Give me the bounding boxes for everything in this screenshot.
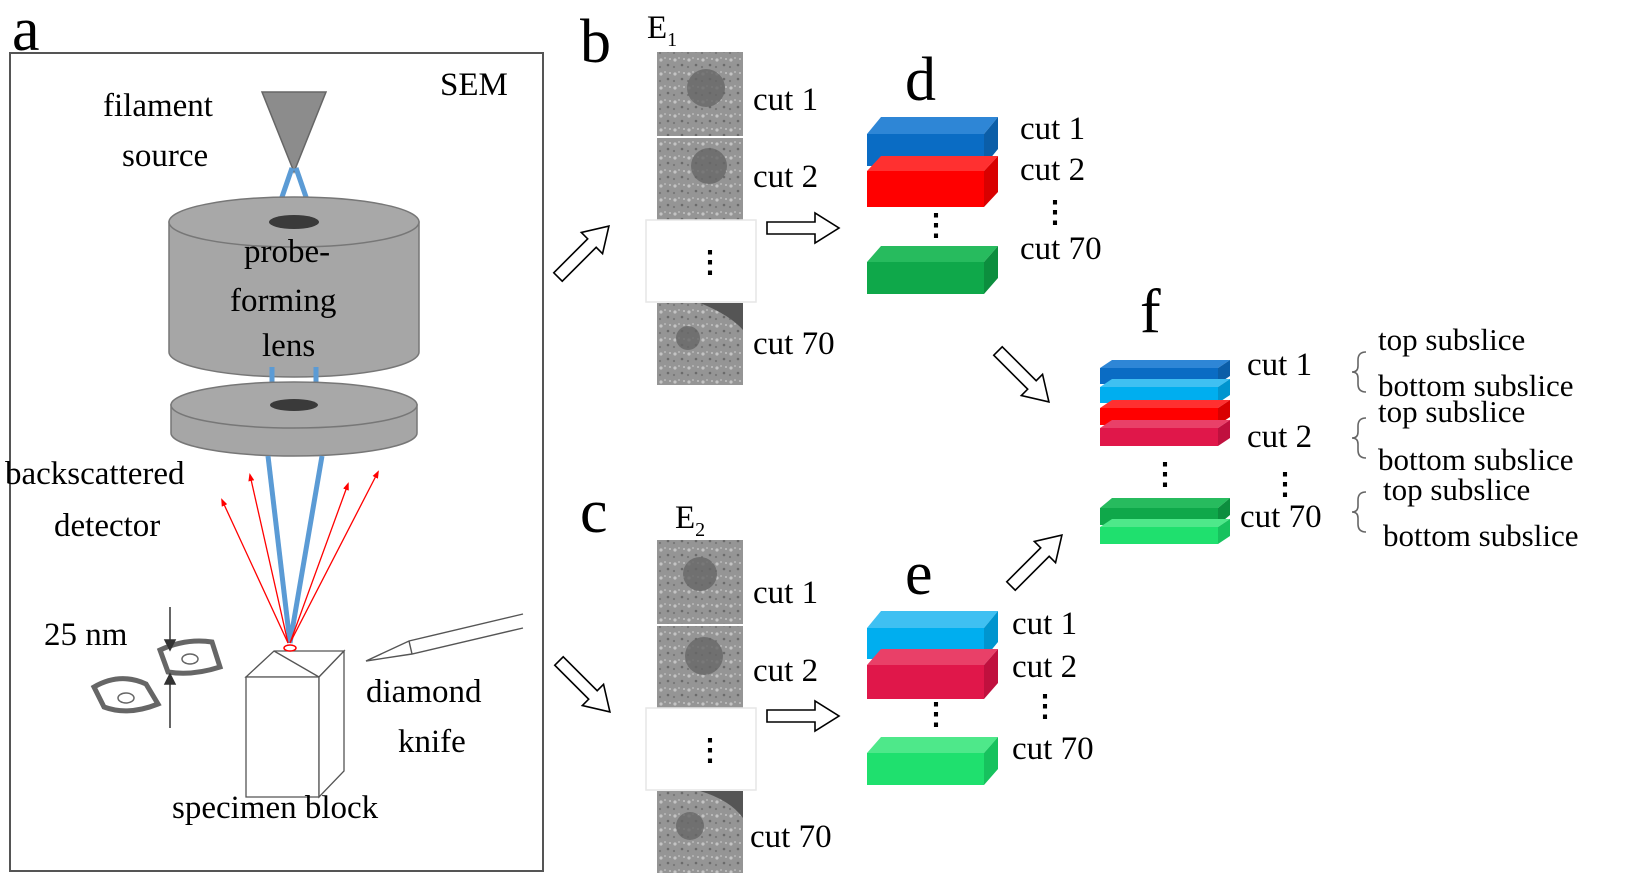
sem-title: SEM (440, 67, 508, 103)
panel-label-d: d (905, 46, 936, 114)
thickness-indicator (163, 607, 177, 728)
label-e-cut2: cut 2 (1012, 649, 1077, 685)
ellipsis-b: ⋮ (695, 246, 725, 279)
label-c-cut2: cut 2 (753, 653, 818, 689)
label-f-cut2-bottom: bottom subslice (1378, 442, 1573, 477)
label-f-cut2: cut 2 (1247, 419, 1312, 455)
specimen-block-icon (244, 644, 346, 799)
arrow-a-to-b (552, 225, 610, 283)
sem-chamber-frame (9, 52, 544, 872)
energy-e1-label: E1 (647, 10, 677, 51)
label-f-cut1: cut 1 (1247, 347, 1312, 383)
label-f-cut70-top: top subslice (1383, 472, 1530, 507)
objective-lens-icon (170, 381, 418, 457)
lens-label-line2: forming (230, 283, 336, 319)
panel-label-b: b (580, 8, 611, 76)
label-f-cut70-bottom: bottom subslice (1383, 518, 1578, 553)
label-e-cut1: cut 1 (1012, 606, 1077, 642)
knife-label-line1: diamond (366, 674, 482, 710)
diamond-knife-icon (365, 613, 524, 662)
ellipsis-e-stack: ⋮ (921, 698, 951, 731)
lens-label-line1: probe- (244, 234, 330, 270)
label-d-cut70: cut 70 (1020, 231, 1102, 267)
filament-label-line2: source (122, 138, 208, 174)
arrow-b-to-d (766, 211, 841, 245)
label-c-cut1: cut 1 (753, 575, 818, 611)
electron-beam-lower-right (287, 455, 325, 644)
ellipsis-f-stack: ⋮ (1150, 458, 1180, 491)
label-f-cut70: cut 70 (1240, 499, 1322, 535)
ellipsis-c: ⋮ (695, 734, 725, 767)
label-b-cut2: cut 2 (753, 159, 818, 195)
ellipsis-d-labels: ⋮ (1040, 196, 1070, 229)
panel-label-c: c (580, 478, 608, 546)
knife-label-line2: knife (398, 724, 466, 760)
sem-image-stack-e2 (645, 540, 757, 873)
ellipsis-f-labels: ⋮ (1270, 468, 1300, 501)
panel-label-e: e (905, 540, 933, 608)
layer-stack-e (867, 611, 998, 785)
detector-label-line2: detector (54, 508, 160, 544)
layer-stack-f (1100, 360, 1230, 544)
label-f-cut2-top: top subslice (1378, 394, 1525, 429)
label-f-cut1-top: top subslice (1378, 322, 1525, 357)
subslice-braces (1351, 351, 1367, 533)
arrow-a-to-c (553, 655, 611, 713)
arrow-c-to-e (766, 699, 841, 733)
probe-forming-lens-icon (168, 196, 420, 378)
filament-source-icon (260, 91, 328, 175)
panel-label-f: f (1140, 278, 1161, 346)
cut-slice-icons (90, 638, 224, 714)
ellipsis-e-labels: ⋮ (1030, 690, 1060, 723)
label-d-cut1: cut 1 (1020, 111, 1085, 147)
panel-label-a: a (12, 0, 40, 64)
detector-label-line1: backscattered (5, 456, 185, 492)
label-b-cut70: cut 70 (753, 326, 835, 362)
electron-beam-lower-left (265, 455, 293, 644)
label-e-cut70: cut 70 (1012, 731, 1094, 767)
arrow-e-to-f (1005, 534, 1063, 592)
layer-stack-d (867, 117, 998, 294)
lens-label-line3: lens (262, 328, 315, 364)
arrow-d-to-f (992, 345, 1050, 403)
label-b-cut1: cut 1 (753, 82, 818, 118)
label-d-cut2: cut 2 (1020, 152, 1085, 188)
sem-image-stack-e1 (645, 52, 757, 385)
thickness-label: 25 nm (44, 617, 128, 653)
label-c-cut70: cut 70 (750, 819, 832, 855)
ellipsis-d-stack: ⋮ (921, 209, 951, 242)
energy-e2-label: E2 (675, 500, 705, 541)
filament-label-line1: filament (103, 88, 213, 124)
backscattered-electrons (221, 470, 379, 644)
specimen-label: specimen block (172, 790, 379, 826)
label-f-cut1-bottom: bottom subslice (1378, 368, 1573, 403)
